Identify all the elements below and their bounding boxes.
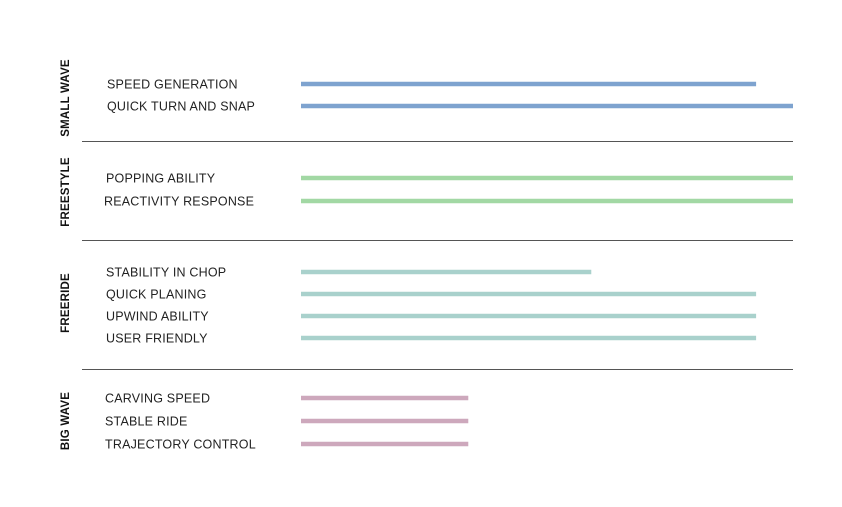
- row-label: USER FRIENDLY: [106, 332, 208, 346]
- row-label: REACTIVITY RESPONSE: [104, 195, 254, 209]
- chart-groups: SMALL WAVE SPEED GENERATION QUICK TURN AND…: [60, 59, 793, 452]
- row-label: QUICK TURN AND SNAP: [107, 100, 255, 114]
- row-label: STABILITY IN CHOP: [106, 266, 226, 280]
- group-label: SMALL WAVE: [60, 59, 72, 137]
- row-label: CARVING SPEED: [105, 392, 210, 406]
- row-label: UPWIND ABILITY: [106, 310, 209, 324]
- row-label: POPPING ABILITY: [106, 172, 216, 186]
- group-big-wave: BIG WAVE CARVING SPEED STABLE RIDE TRAJECTO…: [60, 392, 469, 452]
- row-label: TRAJECTORY CONTROL: [105, 438, 256, 452]
- group-freestyle: FREESTYLE POPPING ABILITY REACTIVITY RESPO…: [60, 157, 793, 227]
- row-label: STABLE RIDE: [105, 415, 188, 429]
- group-label: FREERIDE: [60, 273, 72, 333]
- row-label: SPEED GENERATION: [107, 78, 238, 92]
- group-label: BIG WAVE: [60, 392, 72, 450]
- chart-dividers: [82, 141, 793, 370]
- group-small-wave: SMALL WAVE SPEED GENERATION QUICK TURN AND…: [60, 59, 793, 137]
- row-label: QUICK PLANING: [106, 288, 207, 302]
- group-label: FREESTYLE: [60, 157, 72, 227]
- group-freeride: FREERIDE STABILITY IN CHOP QUICK PLANING UP…: [60, 266, 757, 346]
